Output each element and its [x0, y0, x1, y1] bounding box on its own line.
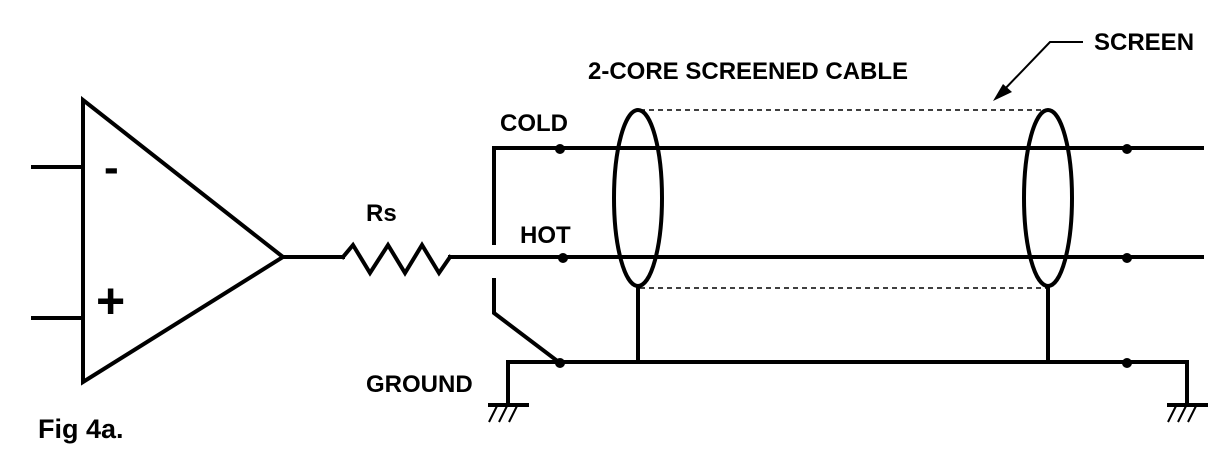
ground-left-node — [555, 358, 565, 368]
arrow-icon — [993, 41, 1083, 101]
ground-right-node — [1122, 358, 1132, 368]
cold-right-node — [1122, 144, 1132, 154]
screen-right-ellipse — [1022, 108, 1074, 288]
screen-label: SCREEN — [1094, 29, 1194, 56]
ground-symbol-icon — [488, 403, 529, 423]
cold-label: COLD — [500, 110, 568, 137]
hot-right-node — [1122, 253, 1132, 263]
cold-conductor — [492, 146, 1204, 245]
resistor-icon — [340, 241, 453, 277]
ground-symbol-icon — [1167, 403, 1208, 423]
resistor-label: Rs — [366, 200, 397, 227]
minus-sign: - — [104, 143, 119, 192]
plus-sign: + — [96, 273, 125, 329]
cold-to-ground-link — [492, 278, 563, 366]
hot-left-node — [558, 253, 568, 263]
cold-left-node — [555, 144, 565, 154]
hot-label: HOT — [520, 222, 571, 249]
cable-title: 2-CORE SCREENED CABLE — [588, 58, 908, 85]
op-amp-icon — [31, 95, 287, 386]
op-amp-triangle — [81, 95, 287, 386]
ground-label: GROUND — [366, 371, 473, 398]
screen-left-ellipse — [612, 108, 664, 288]
ground-conductor — [506, 360, 1189, 406]
figure-caption: Fig 4a. — [38, 414, 124, 444]
